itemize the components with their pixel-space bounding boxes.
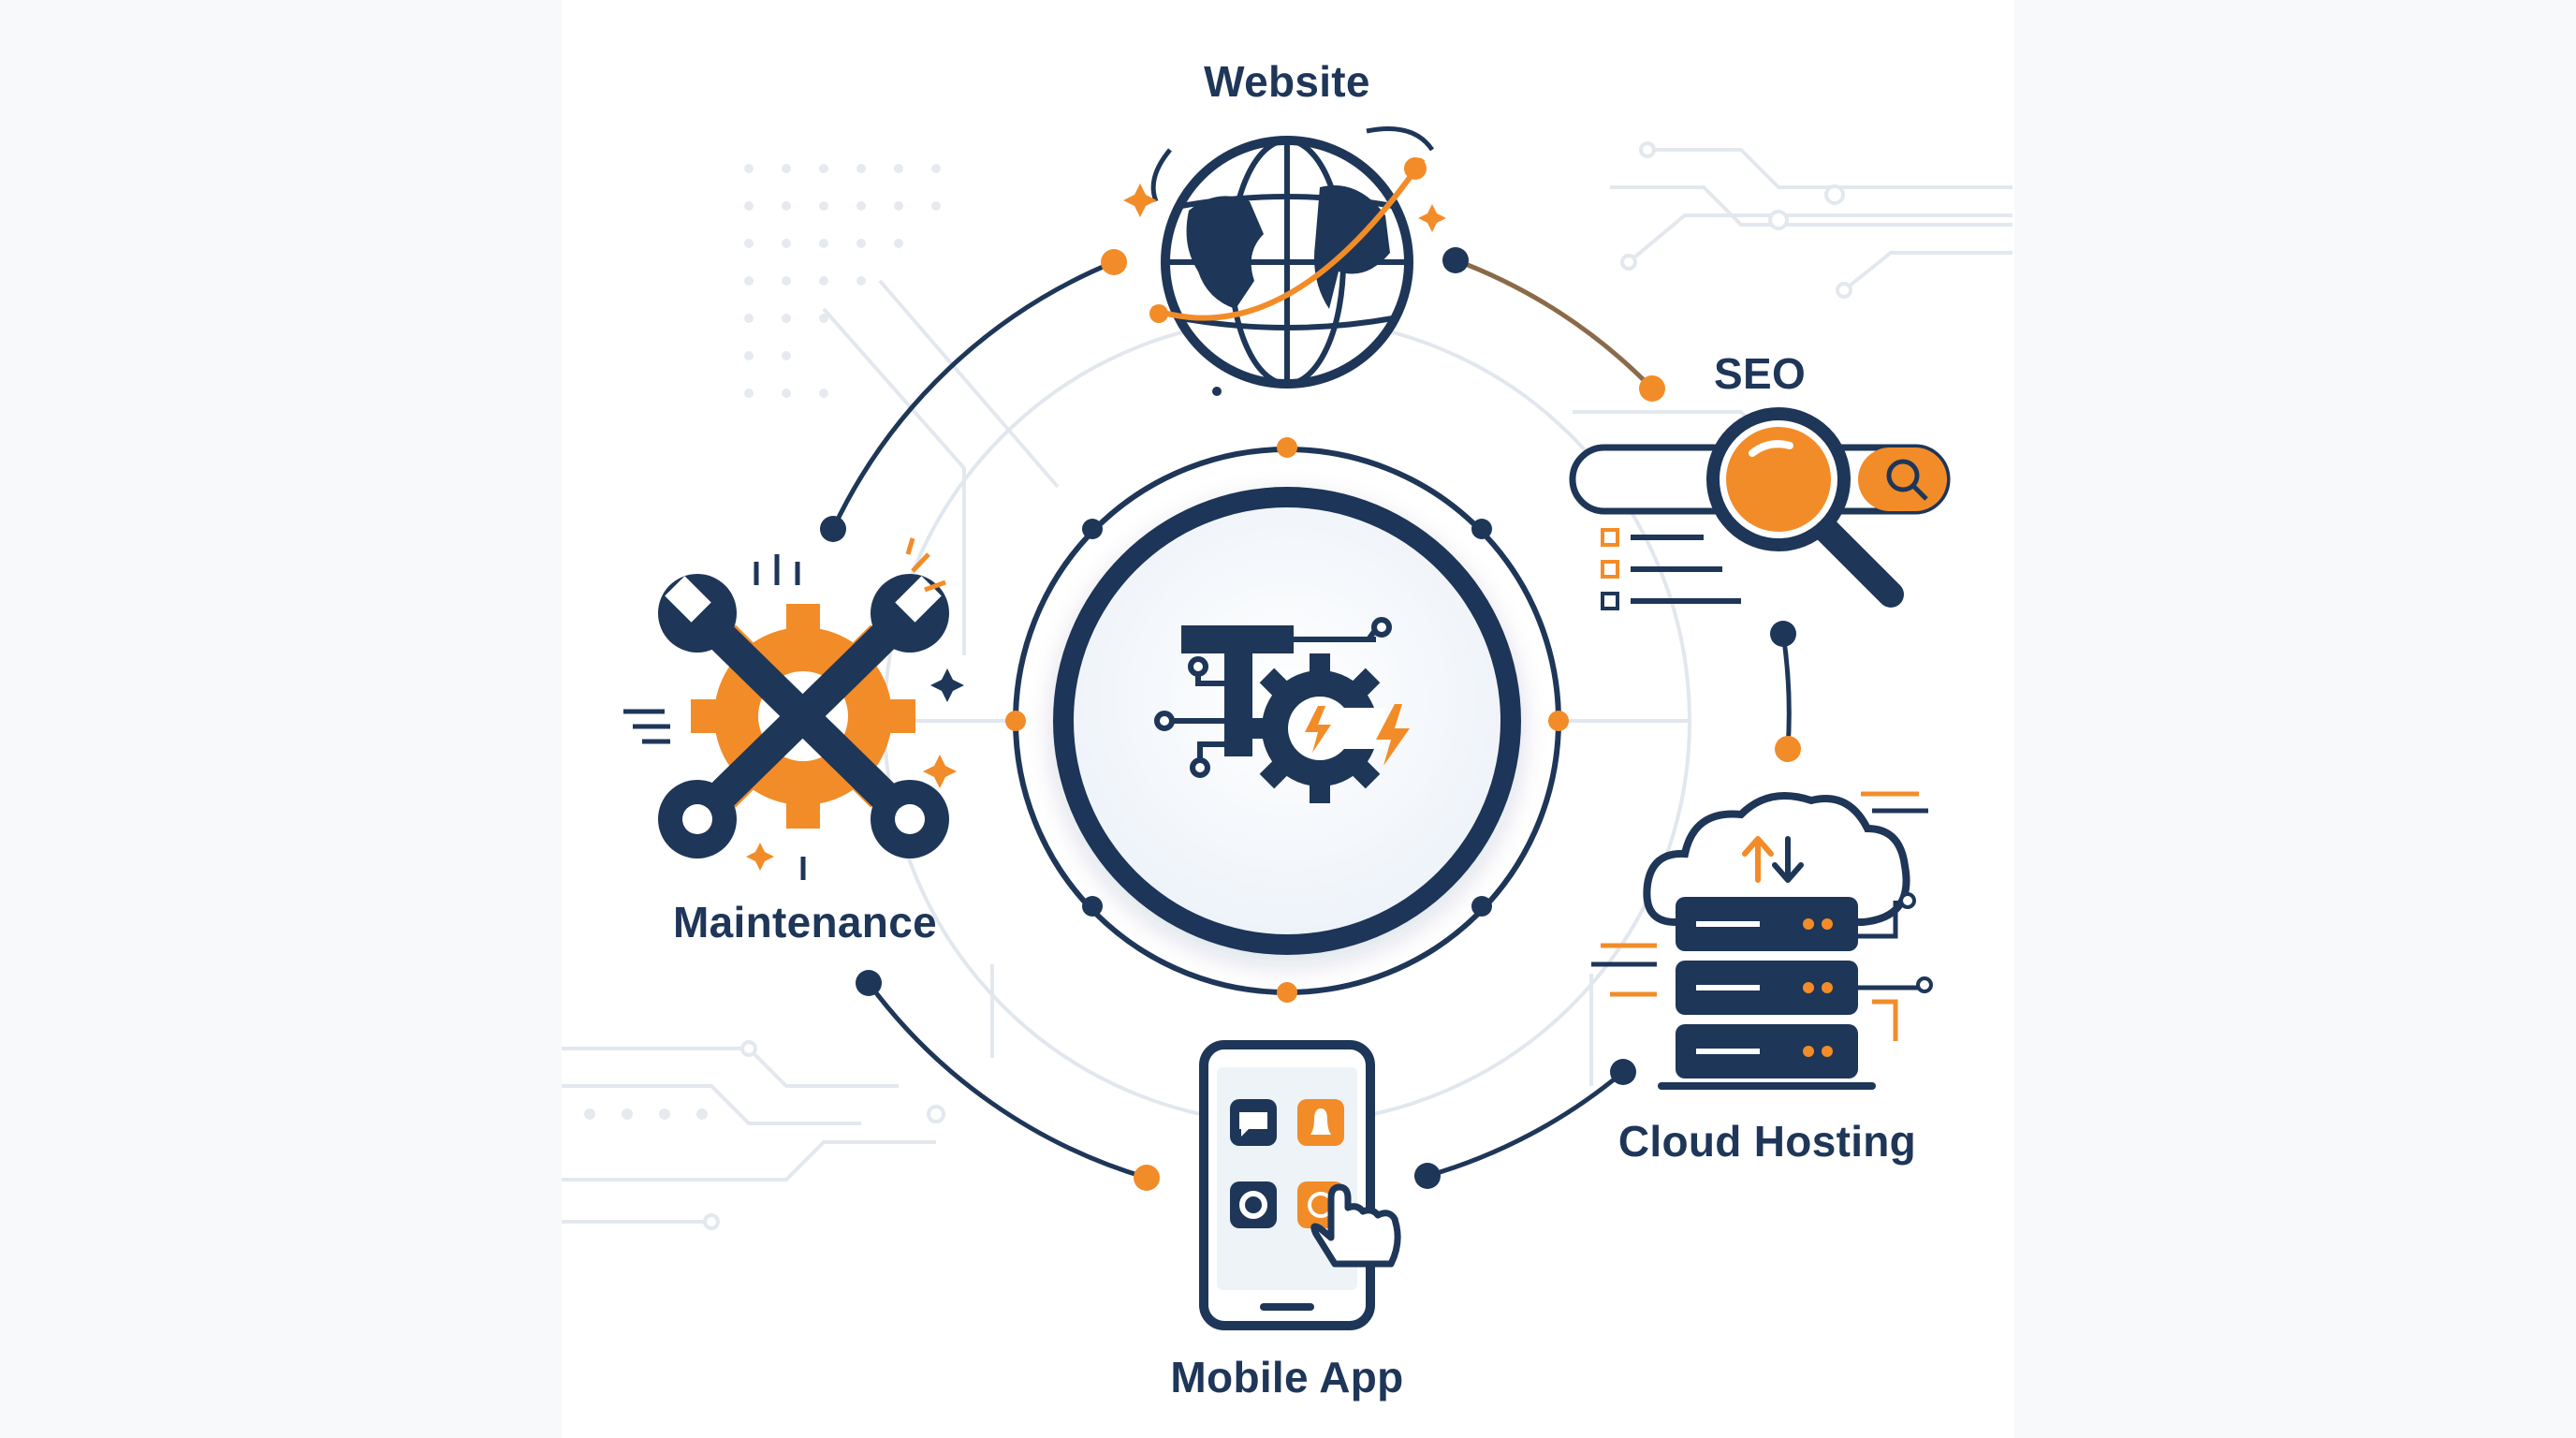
cloud-hosting-label: Cloud Hosting xyxy=(1617,1117,1917,1166)
background-circuit-traces xyxy=(562,141,2012,1230)
wrench-gear-icon xyxy=(623,537,964,880)
connector-dots xyxy=(820,247,1801,1191)
globe-icon xyxy=(1123,126,1446,396)
tc-gear-lightning-logo-icon xyxy=(1154,617,1410,803)
website-label: Website xyxy=(1204,57,1370,106)
background-dot-grid xyxy=(584,164,941,1120)
maintenance-label: Maintenance xyxy=(673,898,937,946)
cloud-server-icon xyxy=(1591,791,1933,1090)
seo-label: SEO xyxy=(1713,349,1807,398)
mobile-app-label: Mobile App xyxy=(1170,1353,1404,1401)
search-magnifier-icon xyxy=(1569,407,1951,610)
smartphone-tap-icon xyxy=(1199,1040,1401,1330)
